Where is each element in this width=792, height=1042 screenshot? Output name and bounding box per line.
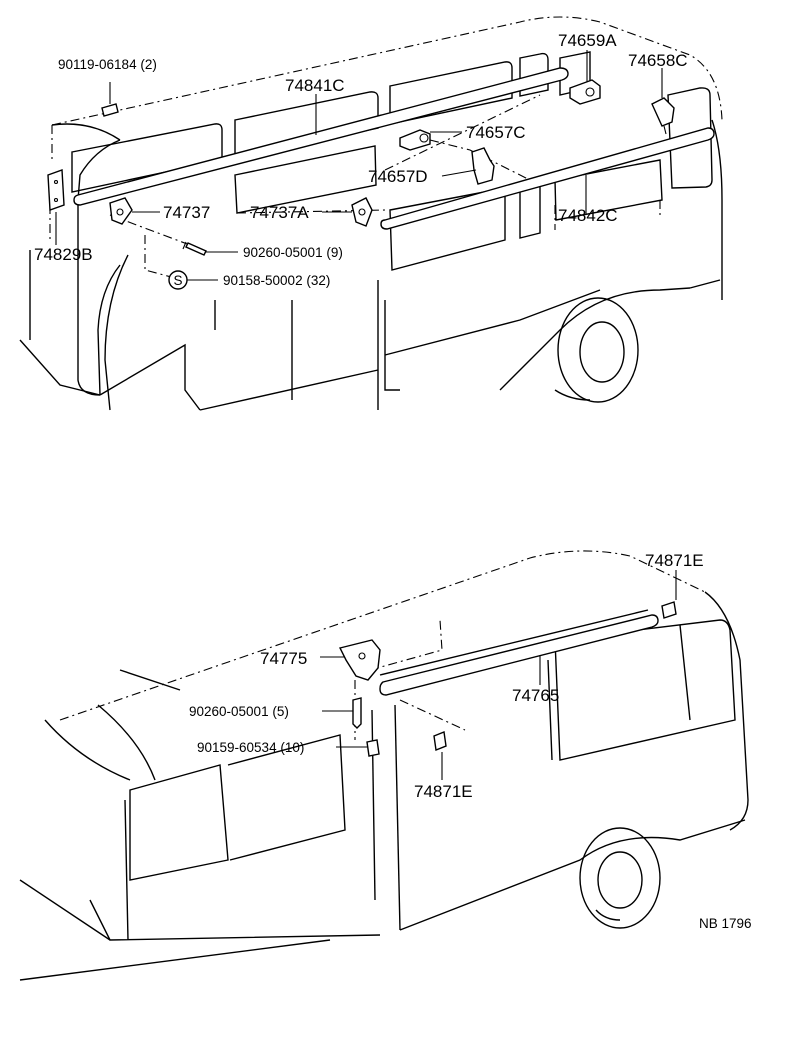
rail-74765 bbox=[379, 614, 659, 696]
bolt-90119-icon bbox=[101, 96, 119, 117]
label-90260-05001-top: 90260-05001 (9) bbox=[243, 245, 343, 260]
cap-74871E-bottom-icon bbox=[433, 731, 447, 751]
label-74659A: 74659A bbox=[558, 31, 617, 50]
rail-74841C bbox=[73, 67, 569, 206]
label-74842C: 74842C bbox=[558, 206, 618, 225]
label-74841C: 74841C bbox=[285, 76, 345, 95]
figure-id: NB 1796 bbox=[699, 916, 752, 931]
s-marker-text: S bbox=[174, 273, 183, 288]
cover-74659A-icon bbox=[569, 79, 601, 105]
screw-90260-bottom-icon bbox=[352, 697, 362, 729]
label-90158-50002: 90158-50002 (32) bbox=[223, 273, 330, 288]
label-74829B: 74829B bbox=[34, 245, 93, 264]
support-74775-icon bbox=[338, 639, 381, 681]
label-74871E-top: 74871E bbox=[645, 551, 704, 570]
support-74737-icon bbox=[109, 197, 133, 225]
cover-74658C-icon bbox=[651, 97, 675, 135]
label-90260-05001-bottom: 90260-05001 (5) bbox=[189, 704, 289, 719]
label-74775: 74775 bbox=[260, 649, 307, 668]
label-74658C: 74658C bbox=[628, 51, 688, 70]
label-90119-06184: 90119-06184 (2) bbox=[58, 57, 157, 72]
label-74657D: 74657D bbox=[368, 167, 428, 186]
cover-74657C-icon bbox=[399, 129, 431, 151]
label-74737: 74737 bbox=[163, 203, 210, 222]
cover-74829B-icon bbox=[47, 169, 65, 211]
cover-74657D-icon bbox=[471, 147, 495, 185]
support-74737A-icon bbox=[351, 197, 373, 227]
screw-90260-icon bbox=[182, 241, 207, 256]
label-74657C: 74657C bbox=[466, 123, 526, 142]
screw-90159-icon bbox=[366, 739, 380, 757]
cap-74871E-top-icon bbox=[661, 601, 677, 619]
rail-74842C bbox=[380, 127, 715, 230]
label-90159-60534: 90159-60534 (10) bbox=[197, 740, 304, 755]
bottom-van-body bbox=[19, 550, 749, 981]
label-74765: 74765 bbox=[512, 686, 559, 705]
label-74737A: 74737A bbox=[250, 203, 309, 222]
label-74871E-bottom: 74871E bbox=[414, 782, 473, 801]
